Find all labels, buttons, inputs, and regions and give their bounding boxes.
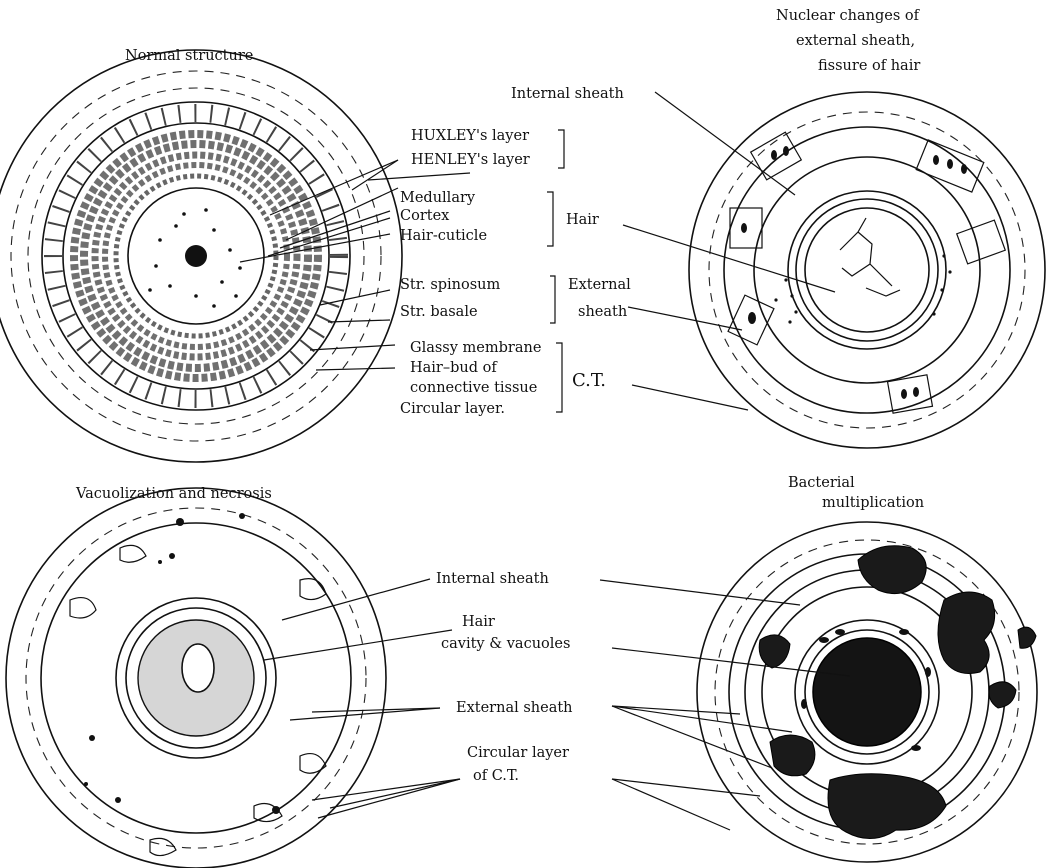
label-connective-tissue: connective tissue — [410, 380, 537, 396]
label-sheath: sheath — [578, 304, 627, 320]
label-glassy-membrane: Glassy membrane — [410, 340, 541, 356]
label-external-sheath-vacuo: External sheath — [456, 700, 573, 716]
title-nuclear-line-3: fissure of hair — [818, 58, 920, 74]
panel-vacuolization: Vacuolization and necrosis — [6, 486, 573, 868]
title-bacterial-line-2: multiplication — [822, 495, 924, 511]
label-cavity-vacuoles: cavity & vacuoles — [441, 636, 570, 652]
label-hair-vacuo: Hair — [462, 614, 495, 630]
title-nuclear-line-2: external sheath, — [796, 33, 915, 49]
label-of-ct-vacuo: of C.T. — [473, 768, 519, 784]
label-circular-layer: Circular layer. — [400, 401, 505, 417]
label-internal-sheath-vacuo: Internal sheath — [436, 571, 549, 587]
label-ct: C.T. — [572, 370, 606, 391]
label-circular-layer-vacuo: Circular layer — [467, 745, 569, 761]
label-hair: Hair — [566, 212, 599, 228]
label-medullary: Medullary — [400, 190, 476, 206]
panel-bacterial-multiplication: Bacterial multiplication — [600, 475, 1037, 862]
panel-normal-structure: Normal structure — [0, 48, 631, 462]
label-huxley-layer: HUXLEY's layer — [411, 128, 529, 144]
bacteria-filled-hair — [813, 638, 921, 746]
label-henley-layer: HENLEY's layer — [411, 152, 530, 168]
label-str-spinosum: Str. spinosum — [400, 277, 501, 293]
hair-fissure — [840, 218, 900, 296]
hair-cavity — [182, 644, 214, 692]
label-internal-sheath-nuclear: Internal sheath — [511, 86, 624, 102]
title-bacterial-line-1: Bacterial — [788, 475, 855, 491]
medulla — [185, 245, 207, 267]
label-hair-cuticle: Hair-cuticle — [400, 228, 487, 244]
label-external: External — [568, 277, 631, 293]
label-hair-bud: Hair–bud of — [410, 360, 498, 376]
label-str-basale: Str. basale — [400, 304, 478, 320]
label-cortex: Cortex — [400, 208, 449, 224]
title-nuclear-line-1: Nuclear changes of — [776, 8, 921, 24]
external-sheath-nuclei — [728, 132, 1005, 413]
